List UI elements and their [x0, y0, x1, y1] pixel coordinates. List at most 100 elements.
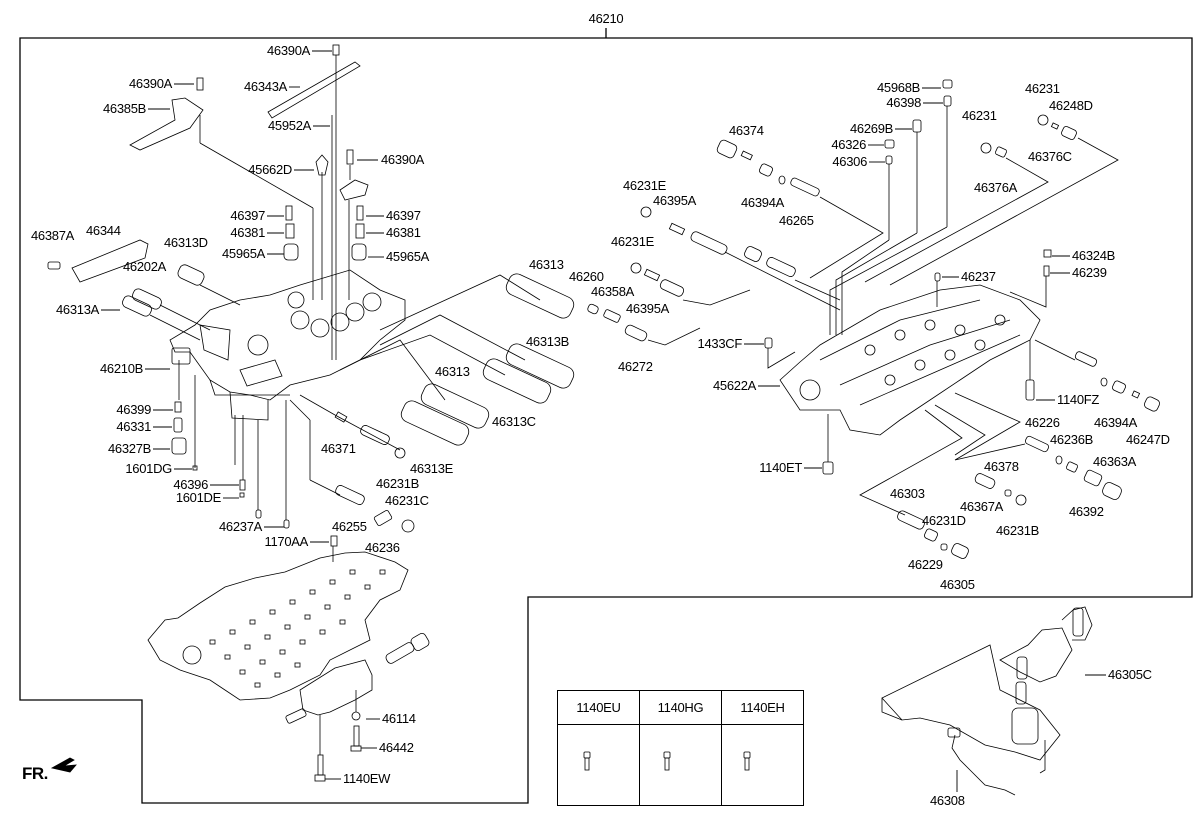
label-46442: 46442: [379, 740, 414, 755]
label-46231-right: 46231: [1025, 81, 1060, 96]
solenoid-46313E: [400, 400, 470, 446]
solenoid-46313A: [122, 295, 152, 317]
label-46371: 46371: [321, 441, 356, 456]
label-46326: 46326: [831, 137, 866, 152]
label-46331: 46331: [116, 419, 151, 434]
label-46231C: 46231C: [385, 493, 429, 508]
label-45952A: 45952A: [267, 118, 311, 133]
label-1140FZ: 1140FZ: [1057, 392, 1100, 407]
label-46399: 46399: [116, 402, 151, 417]
label-46308: 46308: [930, 793, 965, 808]
label-46231B-right: 46231B: [996, 523, 1040, 538]
label-46313E: 46313E: [410, 461, 454, 476]
bolt-cell-1140HG: [639, 724, 722, 806]
label-46394A-lower: 46394A: [1094, 415, 1138, 430]
label-46202A: 46202A: [123, 259, 167, 274]
sensor-wire-46308: [951, 734, 1016, 796]
label-46395A-lower: 46395A: [626, 301, 670, 316]
assembly-frame: [19, 37, 1193, 804]
label-46343A: 46343A: [243, 79, 287, 94]
label-1140EW: 1140EW: [343, 771, 391, 786]
bolt-cell-1140EU: [557, 724, 640, 806]
label-46358A: 46358A: [591, 284, 635, 299]
label-46231-left: 46231: [962, 108, 997, 123]
label-1433CF: 1433CF: [697, 336, 743, 351]
label-1601DG: 1601DG: [125, 461, 172, 476]
label-46395A-upper: 46395A: [653, 193, 697, 208]
lower-valve-body-45622A: [779, 284, 1041, 436]
label-46210: 46210: [588, 11, 624, 26]
label-46236B: 46236B: [1050, 432, 1094, 447]
label-1601DE: 1601DE: [175, 490, 221, 505]
label-46231E-lower: 46231E: [611, 234, 655, 249]
label-46398: 46398: [886, 95, 921, 110]
label-46226: 46226: [1025, 415, 1060, 430]
label-46324B: 46324B: [1072, 248, 1116, 263]
solenoid-46313-top: [505, 273, 575, 319]
plate-holes: [209, 569, 386, 688]
label-46390A-top: 46390A: [266, 43, 310, 58]
label-45622A: 45622A: [712, 378, 756, 393]
label-46210B: 46210B: [99, 361, 143, 376]
label-46231D: 46231D: [922, 513, 966, 528]
label-45968B: 45968B: [876, 80, 920, 95]
label-46313D: 46313D: [164, 235, 208, 250]
solenoid-46313C: [482, 358, 552, 404]
label-46344: 46344: [86, 223, 121, 238]
label-46381-right: 46381: [386, 225, 421, 240]
label-46260: 46260: [569, 269, 604, 284]
label-46381-left: 46381: [230, 225, 265, 240]
bolt-header-1140EU: 1140EU: [557, 690, 640, 725]
upper-valve-body: [169, 269, 406, 401]
label-46378: 46378: [984, 459, 1019, 474]
label-46305C: 46305C: [1108, 667, 1152, 682]
label-46255: 46255: [332, 519, 367, 534]
label-46363A: 46363A: [1093, 454, 1137, 469]
label-46313-lower: 46313: [435, 364, 470, 379]
label-46390A-right: 46390A: [381, 152, 425, 167]
label-46239: 46239: [1072, 265, 1107, 280]
label-46313-upper: 46313: [529, 257, 564, 272]
bolt-header-1140EH: 1140EH: [721, 690, 804, 725]
label-46397-left: 46397: [230, 208, 265, 223]
label-45965A-right: 45965A: [386, 249, 430, 264]
label-46306: 46306: [832, 154, 867, 169]
label-46376C: 46376C: [1028, 149, 1072, 164]
bolt-options-table: 1140EU 1140HG 1140EH: [557, 690, 804, 806]
label-46229: 46229: [908, 557, 943, 572]
label-46387A: 46387A: [31, 228, 75, 243]
bracket-46385B: [129, 97, 204, 151]
label-46374: 46374: [729, 123, 764, 138]
separator-plate: [147, 551, 409, 701]
label-1170AA: 1170AA: [264, 534, 309, 549]
bolt-cell-1140EH: [721, 724, 804, 806]
label-46114: 46114: [382, 711, 416, 726]
bolt-header-1140HG: 1140HG: [639, 690, 722, 725]
label-46237A: 46237A: [218, 519, 262, 534]
solenoid-46313D: [177, 264, 205, 286]
label-46236: 46236: [365, 540, 400, 555]
label-46265: 46265: [779, 213, 814, 228]
label-46305: 46305: [940, 577, 975, 592]
label-46313C: 46313C: [492, 414, 536, 429]
front-arrow-icon: [50, 757, 77, 773]
label-46247D: 46247D: [1126, 432, 1170, 447]
label-46237: 46237: [961, 269, 996, 284]
front-indicator: FR.: [22, 764, 48, 783]
bracket-46343A: [267, 61, 361, 119]
label-1140ET: 1140ET: [759, 460, 802, 475]
label-46396: 46396: [173, 477, 208, 492]
label-46394A-upper: 46394A: [741, 195, 785, 210]
label-46313B: 46313B: [526, 334, 570, 349]
label-46313A: 46313A: [55, 302, 99, 317]
label-45662D: 45662D: [248, 162, 292, 177]
bracket-46390A-3: [339, 179, 369, 201]
label-46269B: 46269B: [849, 121, 893, 136]
label-46231B-left: 46231B: [376, 476, 420, 491]
label-46231E-upper: 46231E: [623, 178, 667, 193]
label-46390A-left: 46390A: [128, 76, 172, 91]
label-46367A: 46367A: [960, 499, 1004, 514]
label-45965A-left: 45965A: [221, 246, 265, 261]
manual-valve-body: [299, 659, 373, 716]
